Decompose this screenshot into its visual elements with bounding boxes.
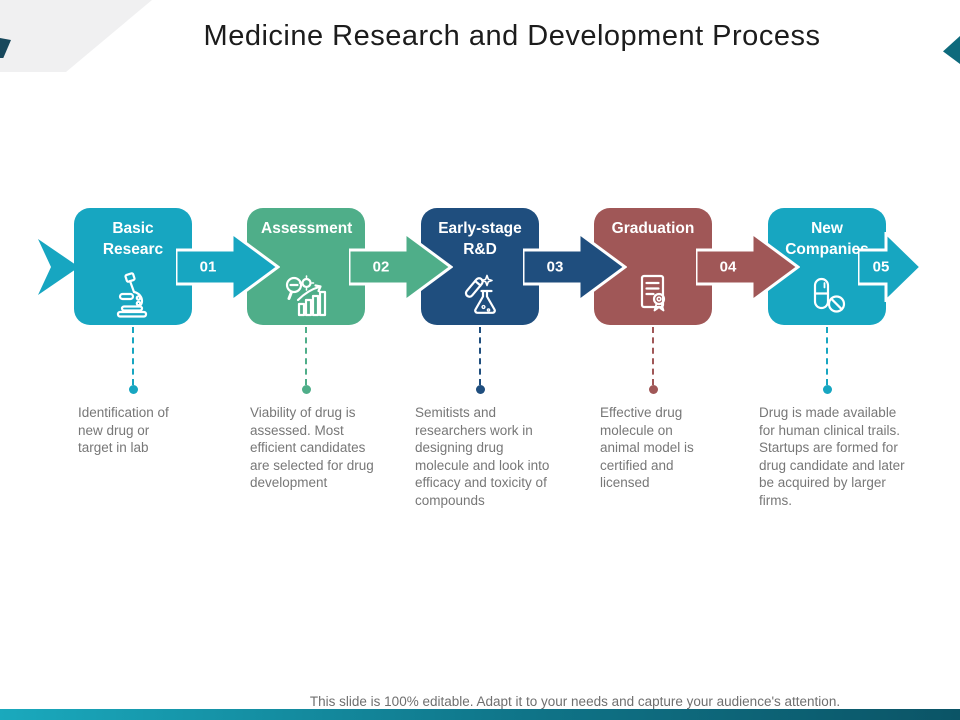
flow-arrow-3: 03 — [523, 232, 627, 302]
flow-arrow-2: 02 — [349, 232, 453, 302]
step-number: 02 — [372, 258, 390, 276]
step-title: Assessment — [261, 220, 353, 237]
connector-line — [129, 327, 138, 394]
step-title: Basic Researc — [102, 220, 164, 258]
connector-line — [649, 327, 658, 394]
flow-arrow-5: 05 — [858, 232, 924, 302]
lead-chevron-icon — [38, 239, 79, 295]
step-box-basic-research: Basic Researc — [74, 208, 192, 325]
pills-icon — [813, 277, 846, 313]
step-number: 03 — [546, 258, 564, 276]
connector-dot — [823, 385, 832, 394]
test-tube-flask-icon — [464, 274, 496, 314]
slide-title: Medicine Research and Development Proces… — [203, 20, 821, 52]
step-description: Identification of new drug or target in … — [78, 405, 169, 455]
step-description: Viability of drug is assessed. Most effi… — [250, 405, 374, 490]
step-number: 04 — [719, 258, 737, 276]
connector-line — [476, 327, 485, 394]
step-title: Graduation — [611, 220, 695, 237]
connector-line — [302, 327, 311, 394]
connector-dot — [476, 385, 485, 394]
step-number: 01 — [199, 258, 217, 276]
connector-dot — [129, 385, 138, 394]
bottom-accent-bar — [0, 709, 960, 720]
step-description: Effective drug molecule on animal model … — [600, 405, 694, 490]
connector-line — [823, 327, 832, 394]
step-number: 05 — [872, 258, 890, 276]
flow-arrow-4: 04 — [696, 232, 800, 302]
step-description: Semitists and researchers work in design… — [415, 405, 550, 508]
magnifier-bar-chart-icon — [285, 275, 327, 317]
certificate-icon — [640, 274, 666, 312]
footer-note: This slide is 100% editable. Adapt it to… — [309, 694, 841, 709]
microscope-icon — [116, 272, 148, 318]
step-description: Drug is made available for human clinica… — [759, 405, 905, 508]
flow-arrow-1: 01 — [176, 232, 280, 302]
step-box-early-stage-rd: Early-stage R&D — [421, 208, 539, 325]
step-title: New Companies — [785, 220, 869, 258]
connector-dot — [302, 385, 311, 394]
corner-dark-wedge-left — [0, 38, 11, 58]
connector-dot — [649, 385, 658, 394]
step-title: Early-stage R&D — [438, 220, 522, 258]
